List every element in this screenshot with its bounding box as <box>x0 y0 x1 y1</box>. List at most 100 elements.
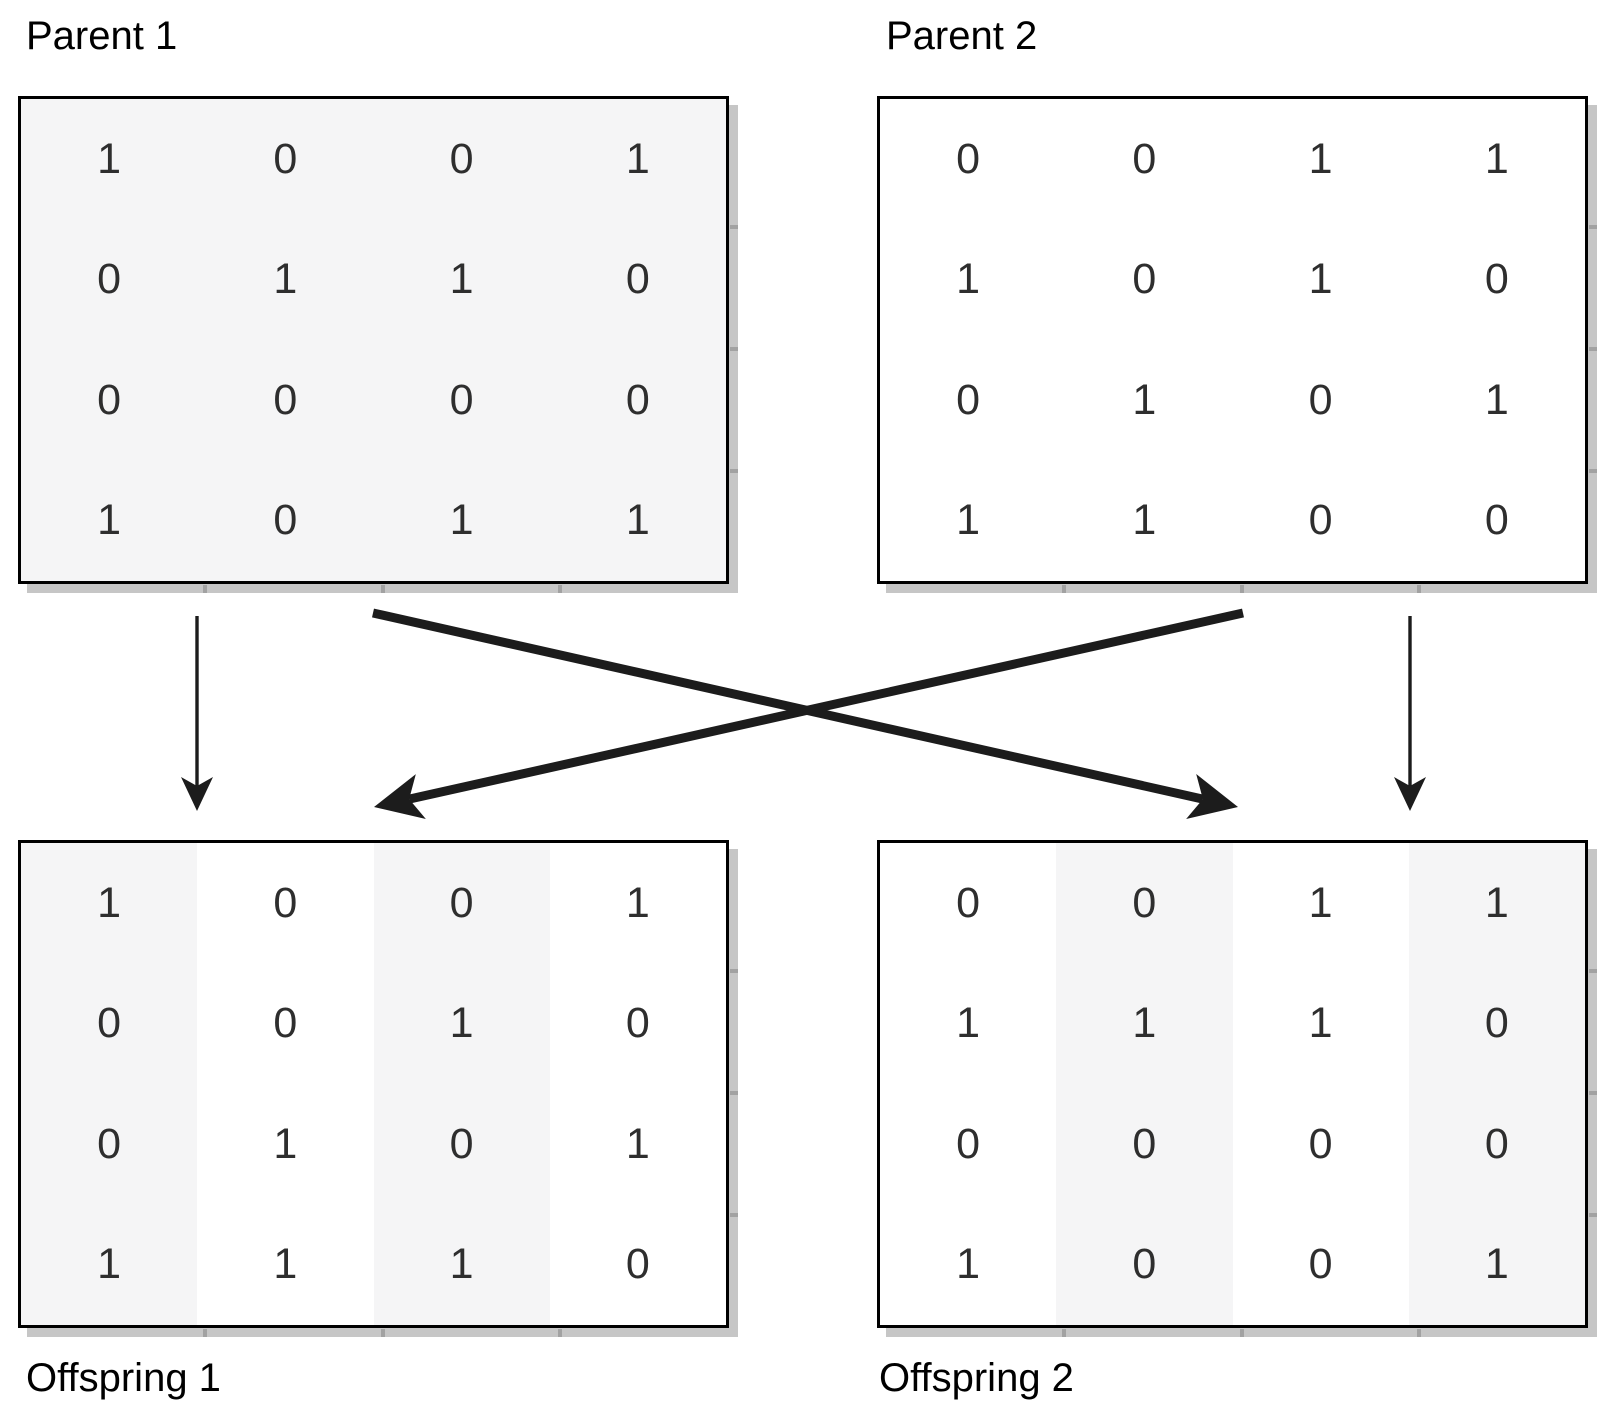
column-stripe-parent1 <box>21 843 198 1325</box>
shadow-tick <box>1417 585 1422 593</box>
arrow-parent2-to-offspring1 <box>374 608 1244 819</box>
matrix-cell: 1 <box>1484 375 1509 424</box>
matrix-cell: 0 <box>1132 878 1157 927</box>
shadow-tick <box>730 1213 738 1217</box>
matrix-cell: 1 <box>956 496 981 545</box>
matrix-cell: 0 <box>273 496 298 545</box>
matrix-cell: 0 <box>1308 496 1333 545</box>
matrix-cell: 0 <box>956 375 981 424</box>
matrix-cell: 1 <box>273 1119 298 1168</box>
column-stripe-parent1 <box>1408 843 1585 1325</box>
matrix-cell: 0 <box>1308 1119 1333 1168</box>
matrix-cell: 0 <box>625 375 650 424</box>
arrow-parent2-to-offspring2 <box>1394 616 1426 811</box>
matrix-cell: 0 <box>273 999 298 1048</box>
shadow-tick <box>1589 1091 1597 1095</box>
matrix-cell: 1 <box>449 255 474 304</box>
shadow-tick <box>1589 969 1597 973</box>
matrix-cell: 1 <box>956 255 981 304</box>
matrix-cell: 0 <box>1132 255 1157 304</box>
shadow-tick <box>1061 585 1066 593</box>
matrix-cell: 1 <box>1132 496 1157 545</box>
arrow-parent1-to-offspring2 <box>372 608 1238 819</box>
matrix-cell: 0 <box>1484 999 1509 1048</box>
matrix-cell: 1 <box>97 496 122 545</box>
shadow-tick <box>730 469 738 473</box>
shadow-tick <box>1589 225 1597 229</box>
shadow-tick <box>1589 347 1597 351</box>
matrix-cell: 1 <box>1484 878 1509 927</box>
matrix-cell: 0 <box>97 999 122 1048</box>
offspring1-label: Offspring 1 <box>26 1356 221 1400</box>
shadow-tick <box>730 969 738 973</box>
matrix-cell: 0 <box>1132 134 1157 183</box>
matrix-cell: 0 <box>1132 1119 1157 1168</box>
column-stripe-parent1 <box>21 99 198 581</box>
matrix-cell: 0 <box>625 255 650 304</box>
column-stripe-parent2 <box>880 843 1057 1325</box>
shadow-tick <box>1589 469 1597 473</box>
shadow-tick <box>202 585 207 593</box>
matrix-cell: 0 <box>273 134 298 183</box>
matrix-cell: 1 <box>449 1240 474 1289</box>
matrix-cell: 0 <box>449 1119 474 1168</box>
matrix-cell: 1 <box>97 1240 122 1289</box>
matrix-cell: 0 <box>1484 496 1509 545</box>
shadow-tick <box>1239 585 1244 593</box>
matrix-cell: 0 <box>97 1119 122 1168</box>
shadow-tick <box>730 1091 738 1095</box>
matrix-cell: 0 <box>956 134 981 183</box>
matrix-cell: 1 <box>449 496 474 545</box>
matrix-cell: 1 <box>956 1240 981 1289</box>
matrix-cell: 1 <box>1308 255 1333 304</box>
column-stripe-parent1 <box>373 99 550 581</box>
shadow-tick <box>730 347 738 351</box>
matrix-cell: 1 <box>956 999 981 1048</box>
column-stripe-parent2 <box>549 843 726 1325</box>
column-stripe-parent2 <box>1056 99 1233 581</box>
column-stripe-parent1 <box>1056 843 1233 1325</box>
matrix-cell: 0 <box>1308 1240 1333 1289</box>
matrix-cell: 1 <box>1132 375 1157 424</box>
matrix-cell: 1 <box>1308 878 1333 927</box>
matrix-cell: 0 <box>449 134 474 183</box>
matrix-cell: 0 <box>97 375 122 424</box>
matrix-cell: 0 <box>449 878 474 927</box>
column-stripe-parent2 <box>1232 99 1409 581</box>
matrix-cell: 1 <box>625 134 650 183</box>
matrix-cell: 0 <box>956 1119 981 1168</box>
matrix-cell: 1 <box>1308 999 1333 1048</box>
matrix-cell: 1 <box>1308 134 1333 183</box>
shadow-tick <box>380 1329 385 1337</box>
shadow-tick <box>1417 1329 1422 1337</box>
matrix-cell: 1 <box>97 878 122 927</box>
arrow-parent1-to-offspring1 <box>181 616 213 811</box>
matrix-cell: 1 <box>449 999 474 1048</box>
shadow-tick <box>558 1329 563 1337</box>
shadow-tick <box>1589 1213 1597 1217</box>
column-stripe-parent2 <box>1408 99 1585 581</box>
matrix-cell: 0 <box>1308 375 1333 424</box>
shadow-tick <box>558 585 563 593</box>
matrix-cell: 0 <box>273 878 298 927</box>
matrix-cell: 1 <box>625 496 650 545</box>
matrix-cell: 0 <box>956 878 981 927</box>
shadow-tick <box>730 225 738 229</box>
matrix-cell: 0 <box>1484 255 1509 304</box>
shadow-tick <box>380 585 385 593</box>
matrix-cell: 0 <box>625 999 650 1048</box>
column-stripe-parent1 <box>373 843 550 1325</box>
matrix-cell: 0 <box>273 375 298 424</box>
shadow-tick <box>1061 1329 1066 1337</box>
shadow-tick <box>202 1329 207 1337</box>
matrix-cell: 1 <box>625 1119 650 1168</box>
shadow-tick <box>1239 1329 1244 1337</box>
column-stripe-parent2 <box>880 99 1057 581</box>
